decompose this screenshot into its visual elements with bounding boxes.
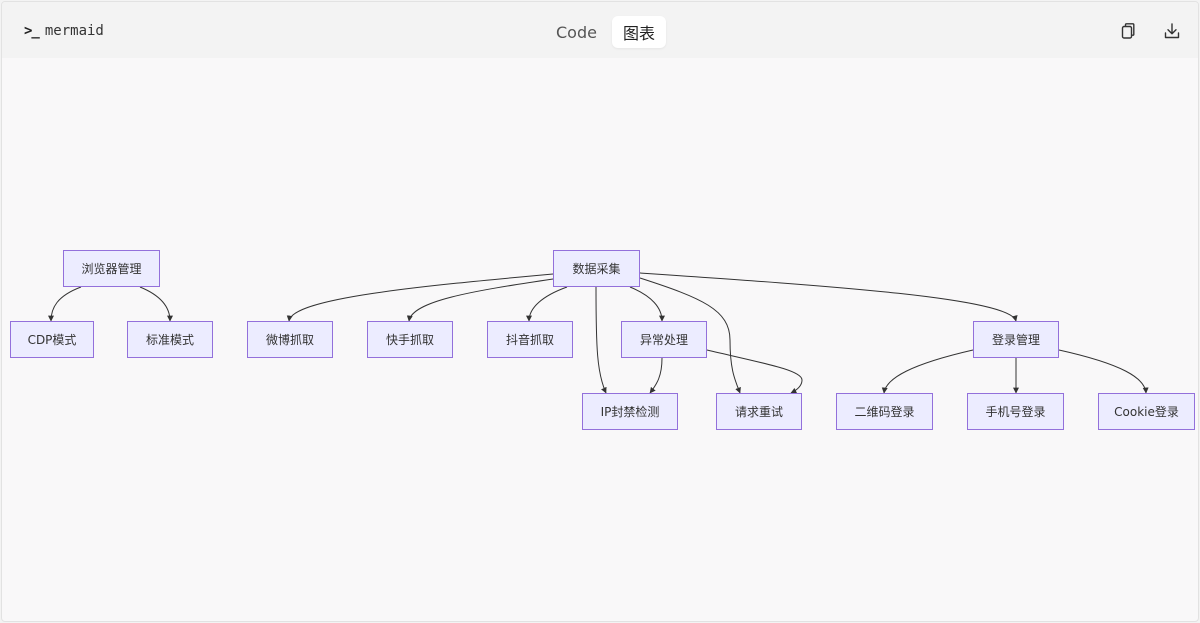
copy-icon	[1121, 23, 1135, 39]
diagram-canvas: 浏览器管理 数据采集 CDP模式 标准模式 微博抓取 快手抓取 抖音抓取 异常处…	[2, 58, 1198, 621]
edge-login-qrcode	[881, 349, 974, 394]
edge-exception-ipban	[649, 357, 663, 394]
node-ip-ban-detection: IP封禁检测	[582, 393, 678, 430]
view-tabs: Code 图表	[545, 16, 666, 48]
edge-login-cookie	[1058, 349, 1149, 394]
node-request-retry: 请求重试	[716, 393, 802, 430]
edge-collect-kuaishou	[406, 278, 554, 322]
edge-collect-douyin	[526, 286, 568, 322]
download-button[interactable]	[1160, 19, 1184, 43]
download-icon	[1164, 23, 1180, 39]
edge-browser-cdp	[48, 286, 82, 322]
edge-browser-standard	[139, 286, 173, 322]
terminal-prompt-icon: >_	[24, 23, 40, 39]
edge-collect-retry	[639, 277, 741, 394]
tab-diagram[interactable]: 图表	[611, 16, 666, 48]
edge-collect-ipban	[595, 286, 607, 394]
language-name: mermaid	[44, 23, 104, 39]
node-login-management: 登录管理	[973, 321, 1059, 358]
code-block-header: >_ mermaid Code 图表	[2, 2, 1198, 58]
node-kuaishou-crawl: 快手抓取	[367, 321, 453, 358]
edge-collect-weibo	[286, 273, 554, 322]
node-exception-handling: 异常处理	[621, 321, 707, 358]
edge-exception-retry	[706, 349, 803, 394]
node-qrcode-login: 二维码登录	[836, 393, 933, 430]
edge-collect-exception	[629, 286, 665, 322]
diagram-edges	[48, 272, 1149, 394]
tab-code[interactable]: Code	[556, 22, 597, 42]
node-douyin-crawl: 抖音抓取	[487, 321, 573, 358]
language-label: >_ mermaid	[24, 21, 104, 41]
node-weibo-crawl: 微博抓取	[247, 321, 333, 358]
node-data-collection: 数据采集	[553, 250, 640, 287]
node-cookie-login: Cookie登录	[1098, 393, 1195, 430]
node-standard-mode: 标准模式	[127, 321, 213, 358]
node-cdp-mode: CDP模式	[10, 321, 94, 358]
copy-button[interactable]	[1116, 19, 1140, 43]
node-browser-management: 浏览器管理	[63, 250, 160, 287]
node-phone-login: 手机号登录	[967, 393, 1064, 430]
edge-collect-login	[639, 272, 1018, 322]
